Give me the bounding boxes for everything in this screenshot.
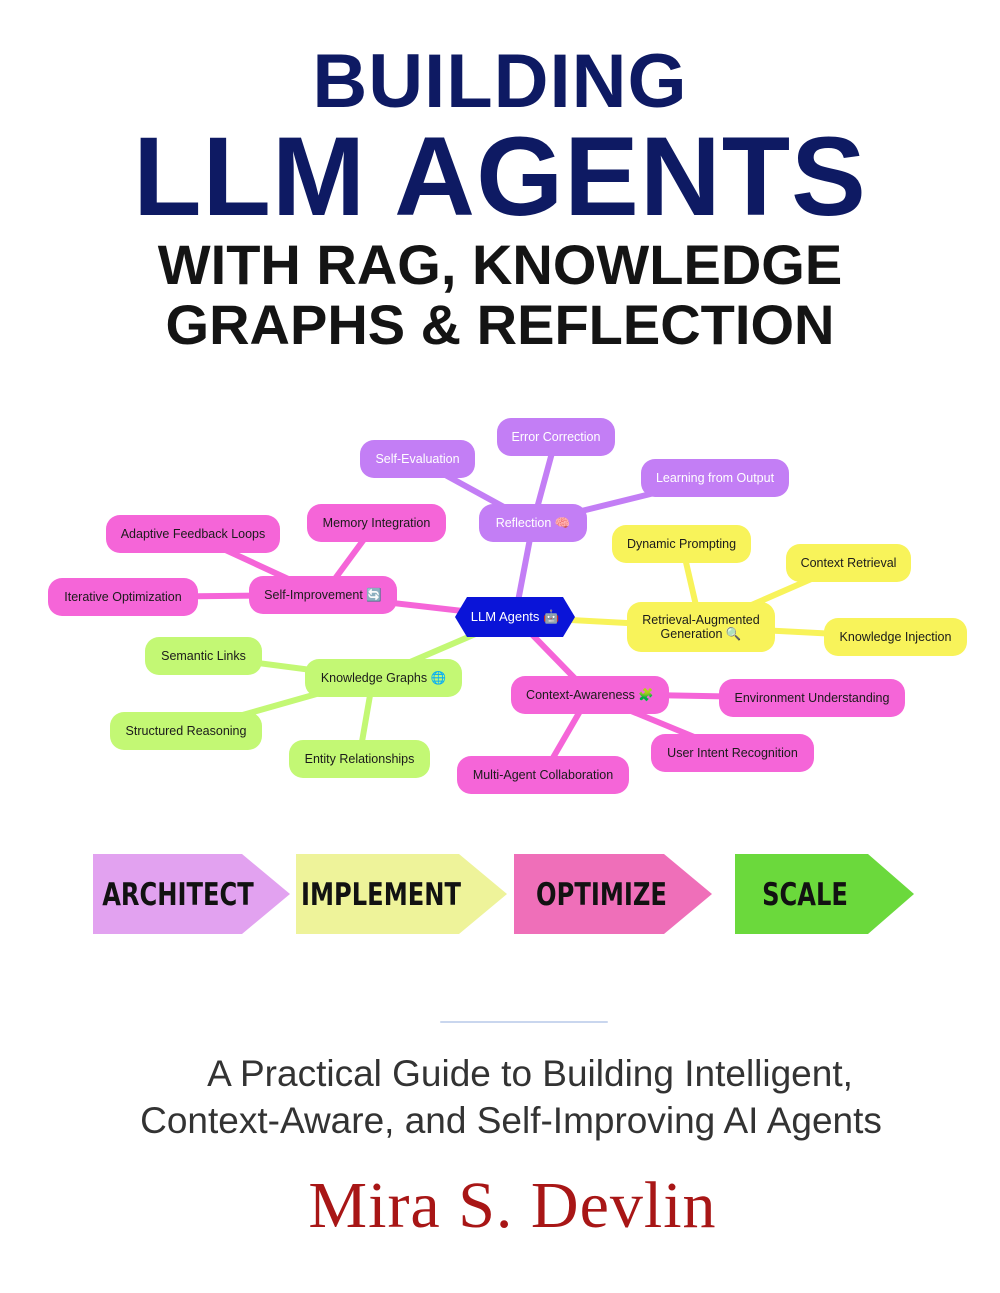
process-steps: ARCHITECT IMPLEMENT OPTIMIZE SCALE: [0, 850, 1000, 940]
node-adaptive-feedback-loops: Adaptive Feedback Loops: [106, 515, 280, 553]
node-dynamic-prompting: Dynamic Prompting: [612, 525, 751, 563]
node-multi-agent-collaboration: Multi-Agent Collaboration: [457, 756, 629, 794]
node-environment-understanding: Environment Understanding: [719, 679, 905, 717]
node-context-retrieval: Context Retrieval: [786, 544, 911, 582]
node-reflection: Reflection 🧠: [479, 504, 587, 542]
title-line-llm-agents: LLM AGENTS: [133, 114, 867, 239]
divider: [440, 1021, 608, 1023]
step-label-scale: SCALE: [762, 877, 848, 913]
node-self-improvement: Self-Improvement 🔄: [249, 576, 397, 614]
step-label-optimize: OPTIMIZE: [536, 877, 667, 913]
node-structured-reasoning: Structured Reasoning: [110, 712, 262, 750]
title-line-rag-knowledge: WITH RAG, KNOWLEDGE: [157, 233, 843, 296]
author-name: Mira S. Devlin: [308, 1169, 717, 1242]
node-knowledge-graphs: Knowledge Graphs 🌐: [305, 659, 462, 697]
node-self-evaluation: Self-Evaluation: [360, 440, 475, 478]
step-arrow-architect: [93, 854, 290, 934]
node-semantic-links: Semantic Links: [145, 637, 262, 675]
rag-label-line1: Retrieval-Augmented: [642, 613, 760, 627]
node-learning-from-output: Learning from Output: [641, 459, 789, 497]
node-context-awareness: Context-Awareness 🧩: [511, 676, 669, 714]
subtitle-line2: Context-Aware, and Self-Improving AI Age…: [140, 1100, 882, 1141]
step-label-architect: ARCHITECT: [102, 877, 254, 913]
hub-llm-agents: LLM Agents 🤖: [455, 597, 575, 637]
node-memory-integration: Memory Integration: [307, 504, 446, 542]
node-retrieval-augmented-generation: Retrieval-Augmented Generation 🔍: [627, 602, 775, 652]
node-error-correction: Error Correction: [497, 418, 615, 456]
step-label-implement: IMPLEMENT: [300, 877, 462, 913]
node-entity-relationships: Entity Relationships: [289, 740, 430, 778]
mind-map: LLM Agents 🤖 Reflection 🧠 Self-Evaluatio…: [0, 400, 1000, 820]
node-user-intent-recognition: User Intent Recognition: [651, 734, 814, 772]
step-arrow-implement: [296, 854, 507, 934]
rag-label-line2: Generation 🔍: [660, 627, 742, 641]
title-line-building: BUILDING: [312, 39, 688, 124]
step-arrow-optimize: [514, 854, 712, 934]
step-arrow-scale: [735, 854, 914, 934]
title-line-graphs-reflection: GRAPHS & REFLECTION: [165, 293, 835, 356]
node-knowledge-injection: Knowledge Injection: [824, 618, 967, 656]
subtitle-line1: A Practical Guide to Building Intelligen…: [207, 1053, 853, 1094]
node-iterative-optimization: Iterative Optimization: [48, 578, 198, 616]
process-step-arrows: [93, 854, 914, 934]
